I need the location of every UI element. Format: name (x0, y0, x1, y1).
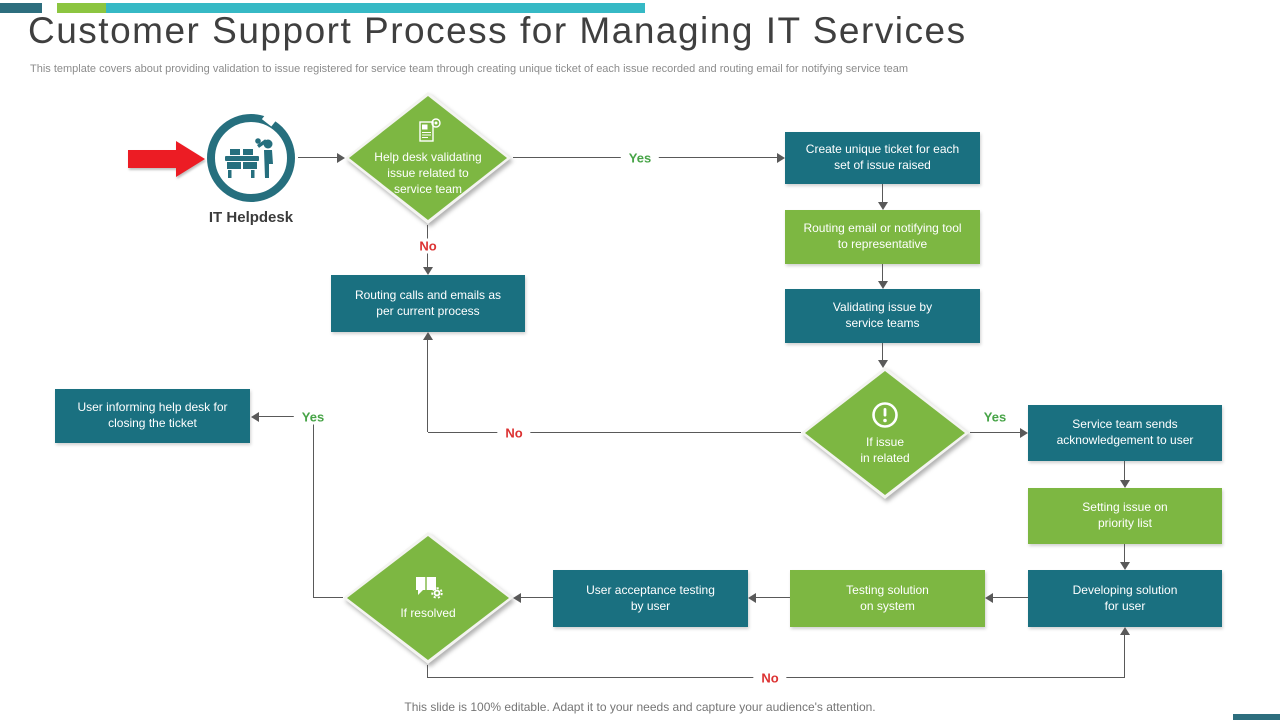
connector-validating-to-d2 (882, 343, 883, 360)
box-create-ticket: Create unique ticket for each set of iss… (785, 132, 980, 184)
connector-d3-no-down (427, 665, 428, 678)
edge-label-no-related: No (497, 425, 531, 441)
connector-d3-yes-bottom (313, 597, 343, 598)
decision-help-desk-validating: Help desk validating issue related to se… (345, 92, 511, 224)
top-bar-segment-dark (0, 3, 42, 13)
arrowhead (878, 281, 888, 289)
connector-ack-to-priority (1124, 461, 1125, 480)
arrowhead (878, 202, 888, 210)
arrowhead (1120, 627, 1130, 635)
chat-gear-icon (416, 577, 443, 599)
arrowhead (878, 360, 888, 368)
box-developing-solution: Developing solution for user (1028, 570, 1222, 627)
arrowhead (777, 153, 785, 163)
bottom-bar-segment (1233, 714, 1280, 720)
edge-label-yes-ticket: Yes (620, 150, 660, 166)
edge-label-yes-closing: Yes (293, 409, 333, 425)
footer-caption: This slide is 100% editable. Adapt it to… (404, 700, 876, 714)
connector-d3-yes-horizontal (259, 416, 313, 417)
arrowhead (513, 593, 521, 603)
decision-label: If resolved (400, 606, 456, 621)
edge-label-no-routing: No (411, 238, 445, 254)
decision-if-resolved: If resolved (343, 532, 513, 664)
edge-label-no-resolved: No (753, 670, 787, 686)
box-user-informing: User informing help desk for closing the… (55, 389, 250, 443)
connector-d2-no-horizontal (428, 432, 801, 433)
arrowhead (748, 593, 756, 603)
alert-circle-icon (872, 401, 898, 428)
box-service-ack: Service team sends acknowledgement to us… (1028, 405, 1222, 461)
connector-testing-to-acceptance (756, 597, 790, 598)
arrowhead (1120, 562, 1130, 570)
helpdesk-circle-icon (207, 114, 295, 202)
top-bar-segment-green (57, 3, 106, 13)
connector-d2-to-ack (970, 432, 1020, 433)
box-routing-email: Routing email or notifying tool to repre… (785, 210, 980, 264)
arrowhead (423, 332, 433, 340)
decision-if-issue-related: If issue in related (801, 367, 969, 499)
connector-developing-to-testing (993, 597, 1028, 598)
connector-acceptance-to-d3 (521, 597, 553, 598)
edge-label-yes-ack: Yes (975, 409, 1015, 425)
connector-email-to-validating (882, 264, 883, 281)
connector-d3-no-up (1124, 635, 1125, 678)
red-arrow-icon (128, 141, 205, 177)
arrowhead (1120, 480, 1130, 488)
connector-create-to-email (882, 184, 883, 202)
page-subtitle: This template covers about providing val… (30, 63, 909, 75)
page-title: Customer Support Process for Managing IT… (28, 10, 967, 51)
document-badge-icon (419, 118, 441, 142)
decision-label: If issue in related (860, 434, 910, 465)
box-priority-list: Setting issue on priority list (1028, 488, 1222, 544)
arrowhead (423, 267, 433, 275)
box-validating-issue: Validating issue by service teams (785, 289, 980, 343)
decision-label: Help desk validating issue related to se… (374, 150, 482, 196)
helpdesk-person-desk-icon (225, 138, 273, 178)
connector-d3-yes-vertical (313, 417, 314, 597)
helpdesk-label: IT Helpdesk (208, 209, 294, 226)
connector-circle-to-d1 (298, 157, 338, 158)
top-bar-segment-teal (106, 3, 645, 13)
box-routing-calls: Routing calls and emails as per current … (331, 275, 525, 332)
arrowhead (985, 593, 993, 603)
arrowhead (337, 153, 345, 163)
connector-d2-no-vertical (427, 340, 428, 432)
box-testing-solution: Testing solution on system (790, 570, 985, 627)
connector-priority-to-developing (1124, 544, 1125, 562)
arrowhead (251, 412, 259, 422)
arrowhead (1020, 428, 1028, 438)
box-acceptance-testing: User acceptance testing by user (553, 570, 748, 627)
